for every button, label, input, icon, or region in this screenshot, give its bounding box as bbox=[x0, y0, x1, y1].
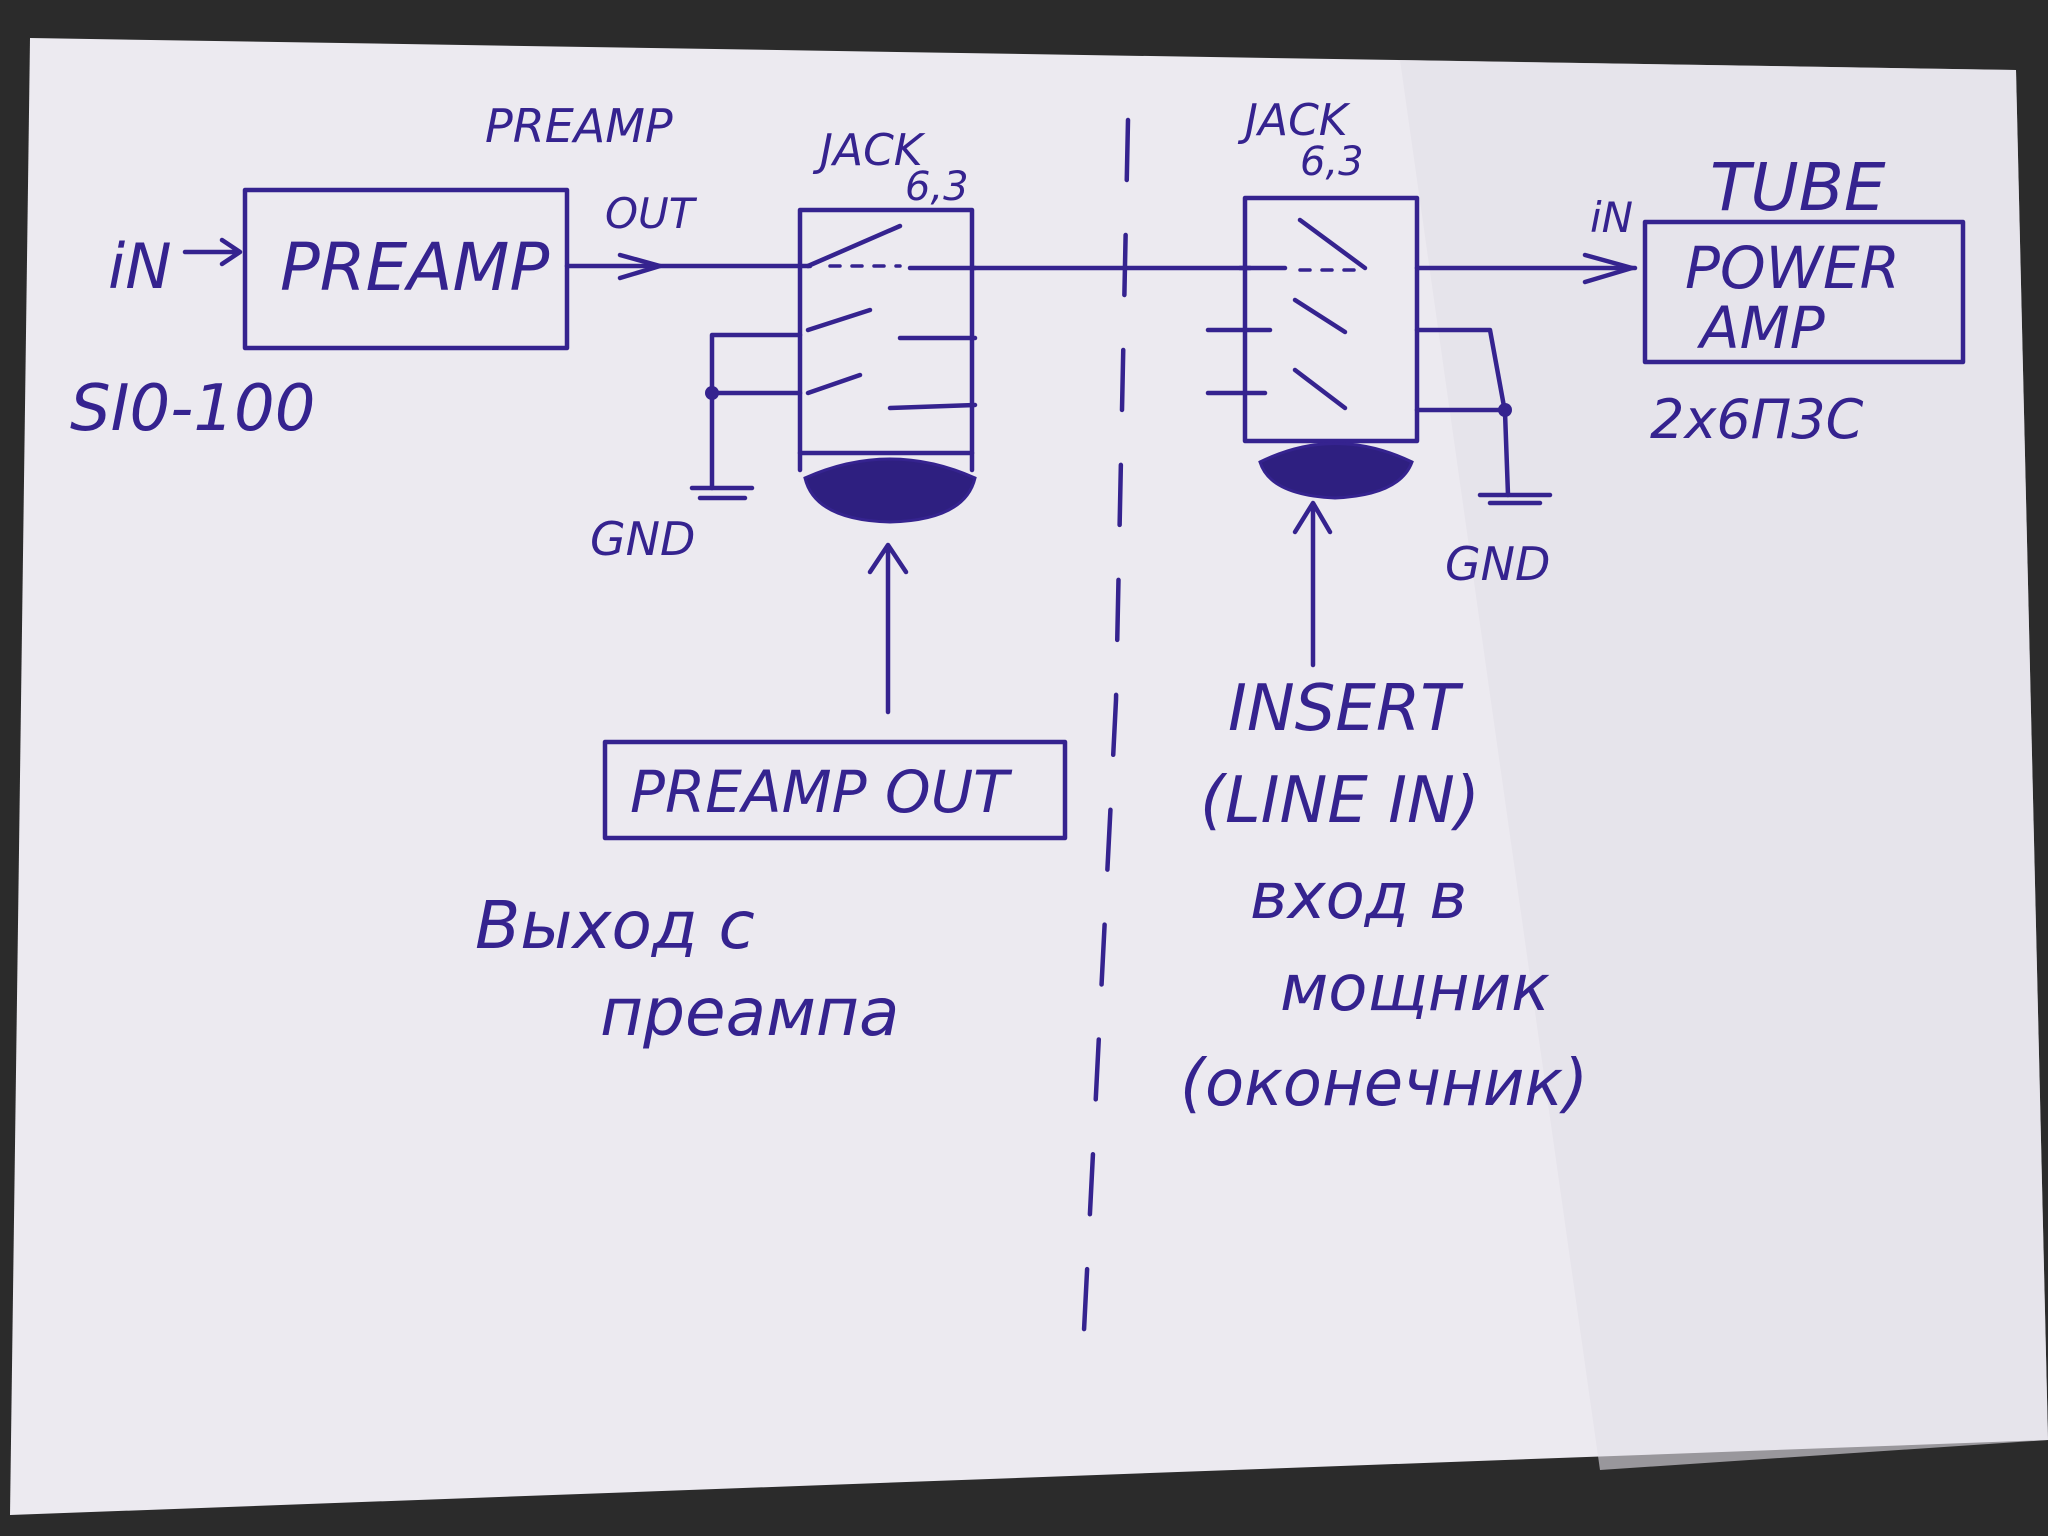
gnd-left-label: GND bbox=[590, 512, 695, 566]
signal-arrow-1 bbox=[617, 252, 663, 281]
jack-left-nut-top bbox=[797, 450, 975, 473]
jack-left-gnd-wire bbox=[709, 332, 803, 491]
input-arrow bbox=[182, 237, 243, 267]
jack-right-nut bbox=[1258, 442, 1414, 500]
jack-left-tip-switch bbox=[805, 223, 903, 269]
power-amp-label-line2: AMP bbox=[1696, 294, 1825, 362]
insert-ru-line3: (оконечник) bbox=[1180, 1047, 1588, 1121]
jack-left-label: JACK bbox=[812, 125, 926, 176]
preamp-box bbox=[242, 187, 570, 351]
jack-left-sleeve-contact bbox=[887, 402, 978, 411]
jack-left-ring-switch bbox=[805, 307, 873, 333]
jack-right-ring-switch bbox=[1292, 297, 1348, 335]
power-amp-label-line1: POWER bbox=[1685, 234, 1900, 302]
jack-right-sleeve-switch bbox=[1292, 367, 1348, 411]
power-amp-in-label: iN bbox=[1590, 193, 1633, 242]
power-amp-box bbox=[1642, 219, 1966, 365]
gnd-right-junction bbox=[1498, 403, 1512, 417]
jack-right-size: 6,3 bbox=[1300, 139, 1364, 185]
jack-right-plug-arrow bbox=[1292, 500, 1333, 668]
jack-left-body bbox=[797, 207, 975, 456]
jack-right-tip-switch bbox=[1297, 217, 1368, 271]
insert-line1: INSERT bbox=[1228, 672, 1464, 746]
preamp-box-label: PREAMP bbox=[280, 229, 549, 306]
preamp-top-label: PREAMP bbox=[485, 99, 673, 153]
out-label: OUT bbox=[605, 189, 698, 238]
gnd-right-symbol bbox=[1477, 492, 1553, 506]
preamp-out-box bbox=[602, 739, 1068, 841]
jack-left-sleeve-switch bbox=[805, 372, 863, 396]
gnd-right-label: GND bbox=[1445, 537, 1550, 591]
jack-right-label: JACK bbox=[1237, 95, 1351, 146]
jack-left-size: 6,3 bbox=[905, 164, 969, 210]
insert-ru-line1: вход в bbox=[1250, 860, 1467, 934]
jack-right-gnd-wire bbox=[1414, 327, 1511, 498]
divider-line bbox=[1079, 117, 1131, 1373]
insert-line2: (LINE IN) bbox=[1200, 764, 1480, 838]
jack-left-plug-arrow bbox=[867, 542, 909, 715]
preamp-out-box-label: PREAMP OUT bbox=[630, 758, 1013, 826]
jack-right-body bbox=[1242, 195, 1420, 444]
preamp-out-ru-line2: преампа bbox=[600, 974, 899, 1051]
paper-shading bbox=[1400, 60, 2048, 1470]
insert-ru-line2: мощник bbox=[1280, 952, 1550, 1026]
tube-label: TUBE bbox=[1710, 149, 1886, 226]
model-label: SI0-100 bbox=[70, 372, 315, 446]
input-label: iN bbox=[108, 230, 172, 303]
preamp-out-ru-line1: Выход с bbox=[475, 887, 755, 964]
signal-arrow-2 bbox=[1582, 252, 1635, 285]
gnd-left-junction bbox=[705, 386, 719, 400]
tube-type-label: 2x6П3С bbox=[1650, 388, 1864, 451]
jack-left-nut bbox=[803, 457, 977, 524]
gnd-left-symbol bbox=[689, 485, 755, 501]
